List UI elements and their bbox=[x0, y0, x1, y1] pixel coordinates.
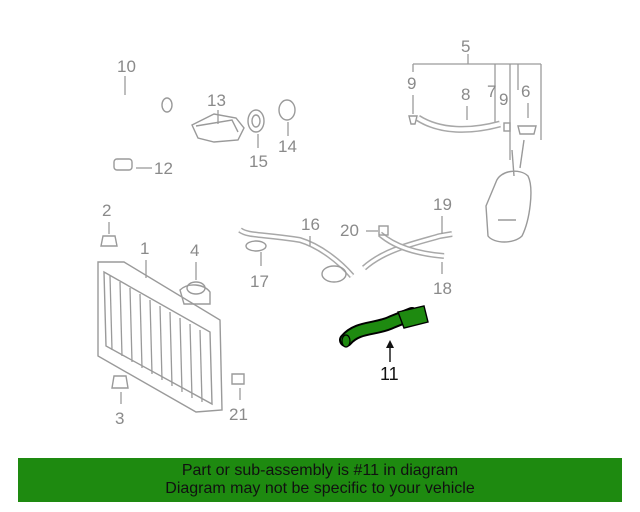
callout-12: 12 bbox=[154, 159, 173, 178]
callout-1: 1 bbox=[140, 239, 149, 258]
part-14-gasket bbox=[278, 99, 296, 121]
callout-13: 13 bbox=[207, 91, 226, 110]
leader-5-bracket bbox=[412, 54, 542, 160]
part-12-clip bbox=[113, 158, 133, 171]
part-17-gasket bbox=[245, 240, 267, 252]
callout-11: 11 bbox=[380, 364, 399, 384]
banner-line-2: Diagram may not be specific to your vehi… bbox=[165, 480, 475, 497]
callout-3: 3 bbox=[115, 409, 124, 428]
part-10-hose bbox=[97, 90, 173, 164]
part-20-clamp bbox=[378, 225, 389, 236]
reservoir-tank bbox=[485, 139, 532, 243]
callout-10: 10 bbox=[117, 57, 136, 76]
callout-21: 21 bbox=[229, 405, 248, 424]
part-3-cushion bbox=[111, 375, 129, 389]
callout-7: 7 bbox=[487, 82, 496, 101]
part-9-clip-right bbox=[503, 122, 511, 132]
parts-diagram: 10 12 13 15 14 5 9 8 7 9 bbox=[97, 37, 542, 428]
leader-11-arrow bbox=[386, 340, 394, 348]
callout-16: 16 bbox=[301, 215, 320, 234]
callout-18: 18 bbox=[433, 279, 452, 298]
part-18-hose bbox=[361, 231, 453, 271]
part-9-clip-left bbox=[408, 115, 418, 125]
part-16-water-pipe bbox=[238, 227, 355, 283]
part-15-thermostat bbox=[247, 109, 265, 133]
callout-5: 5 bbox=[461, 37, 470, 56]
callout-9-left: 9 bbox=[407, 74, 416, 93]
part-11-hose-highlighted bbox=[339, 305, 429, 348]
part-4-cap bbox=[186, 281, 206, 295]
callout-6: 6 bbox=[521, 82, 530, 101]
part-2-cushion bbox=[100, 235, 118, 247]
radiator bbox=[97, 261, 223, 413]
callout-15: 15 bbox=[249, 152, 268, 171]
callout-4: 4 bbox=[190, 241, 199, 260]
part-21-drain-plug bbox=[231, 373, 245, 385]
callout-17: 17 bbox=[250, 272, 269, 291]
callout-20: 20 bbox=[340, 221, 359, 240]
callout-19: 19 bbox=[433, 195, 452, 214]
part-6-cap bbox=[517, 125, 537, 135]
callout-9-right: 9 bbox=[499, 90, 508, 109]
callout-2: 2 bbox=[102, 201, 111, 220]
info-banner: Part or sub-assembly is #11 in diagram D… bbox=[18, 458, 622, 502]
callout-14: 14 bbox=[278, 137, 297, 156]
callout-8: 8 bbox=[461, 85, 470, 104]
banner-line-1: Part or sub-assembly is #11 in diagram bbox=[181, 462, 459, 479]
